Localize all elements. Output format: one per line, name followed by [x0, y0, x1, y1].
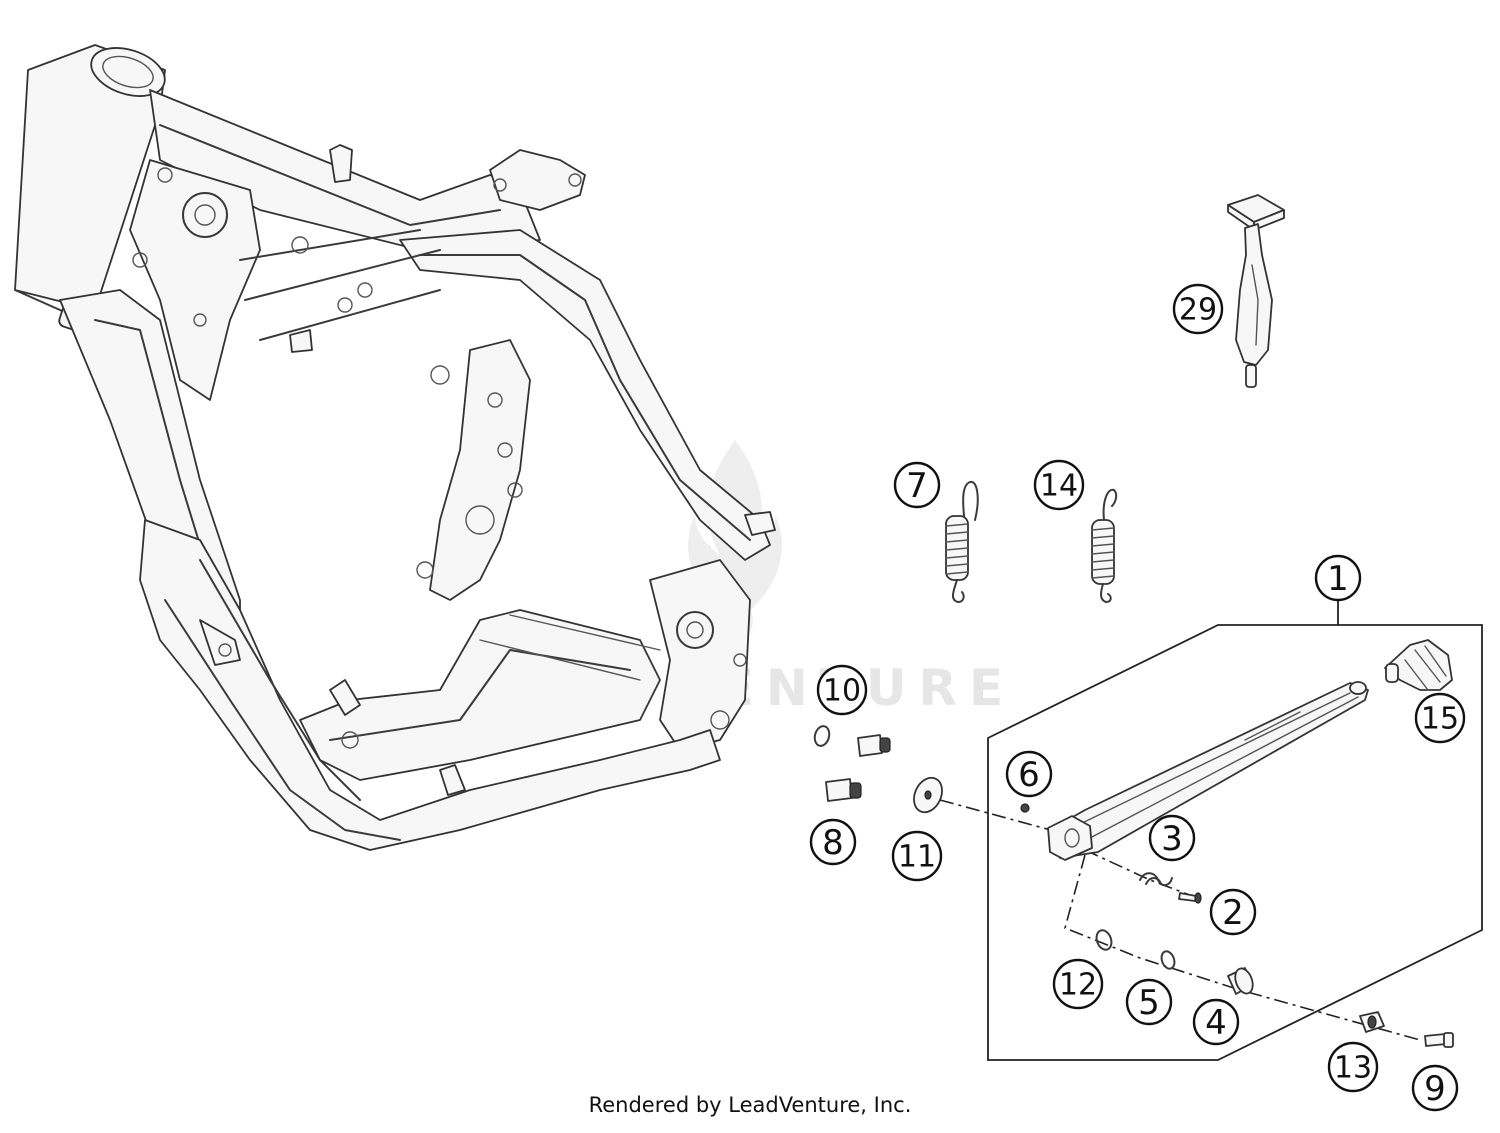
part-12-ring-illustration [1095, 929, 1113, 951]
callout-3: 3 [1148, 814, 1196, 862]
callout-12: 12 [1052, 958, 1104, 1010]
part-14-spring-illustration [1091, 488, 1118, 603]
callout-6-label: 6 [1018, 755, 1040, 795]
callout-15-label: 15 [1421, 702, 1459, 737]
callout-11-label: 11 [898, 840, 936, 875]
part-6-ball-illustration [1020, 803, 1030, 813]
callout-9-label: 9 [1424, 1069, 1446, 1109]
callout-3-label: 3 [1161, 819, 1183, 859]
part-1-assembly-box [987, 600, 1483, 1061]
callout-29-label: 29 [1179, 293, 1217, 328]
callout-5-label: 5 [1138, 983, 1160, 1023]
part-7-spring-illustration [945, 480, 979, 603]
callout-9: 9 [1411, 1064, 1459, 1112]
side-stand-leg-illustration [1047, 681, 1369, 861]
part-3-clip-illustration [1139, 872, 1173, 886]
callout-10: 10 [816, 664, 868, 716]
callout-29: 29 [1172, 283, 1224, 335]
callout-5: 5 [1125, 978, 1173, 1026]
callout-13-label: 13 [1334, 1051, 1372, 1086]
callout-10-label: 10 [823, 674, 861, 709]
callout-4: 4 [1192, 998, 1240, 1046]
part-5-ring-illustration [1160, 950, 1176, 970]
callout-7: 7 [893, 461, 941, 509]
callout-14: 14 [1033, 459, 1085, 511]
callout-15: 15 [1414, 692, 1466, 744]
part-11-washer-illustration [913, 776, 943, 814]
part-9-bolt-illustration [1424, 1032, 1454, 1048]
motorcycle-frame-illustration [14, 44, 776, 851]
part-13-nut-illustration [1359, 1011, 1385, 1033]
callout-8-label: 8 [822, 823, 844, 863]
callout-6: 6 [1005, 750, 1053, 798]
callout-14-label: 14 [1040, 469, 1078, 504]
part-4-bushing-illustration [1227, 967, 1254, 995]
part-10-ring-illustration [813, 725, 831, 747]
callout-2: 2 [1209, 888, 1257, 936]
part-8-bolt-illustration [825, 778, 862, 802]
callout-13: 13 [1327, 1041, 1379, 1093]
callout-11: 11 [891, 830, 943, 882]
part-10-bolt-illustration [857, 734, 891, 757]
part-2-screw-illustration [1178, 892, 1202, 904]
callout-1-label: 1 [1327, 559, 1349, 599]
callout-7-label: 7 [906, 466, 928, 506]
callout-2-label: 2 [1222, 893, 1244, 933]
part-29-illustration [1227, 194, 1285, 388]
callout-8: 8 [809, 818, 857, 866]
callout-12-label: 12 [1059, 968, 1097, 1003]
render-credit-footer: Rendered by LeadVenture, Inc. [588, 1093, 912, 1117]
assembly-axis-lines [939, 799, 1421, 1041]
part-15-foot-illustration [1384, 639, 1453, 691]
callout-1: 1 [1314, 554, 1362, 602]
callout-4-label: 4 [1205, 1003, 1227, 1043]
